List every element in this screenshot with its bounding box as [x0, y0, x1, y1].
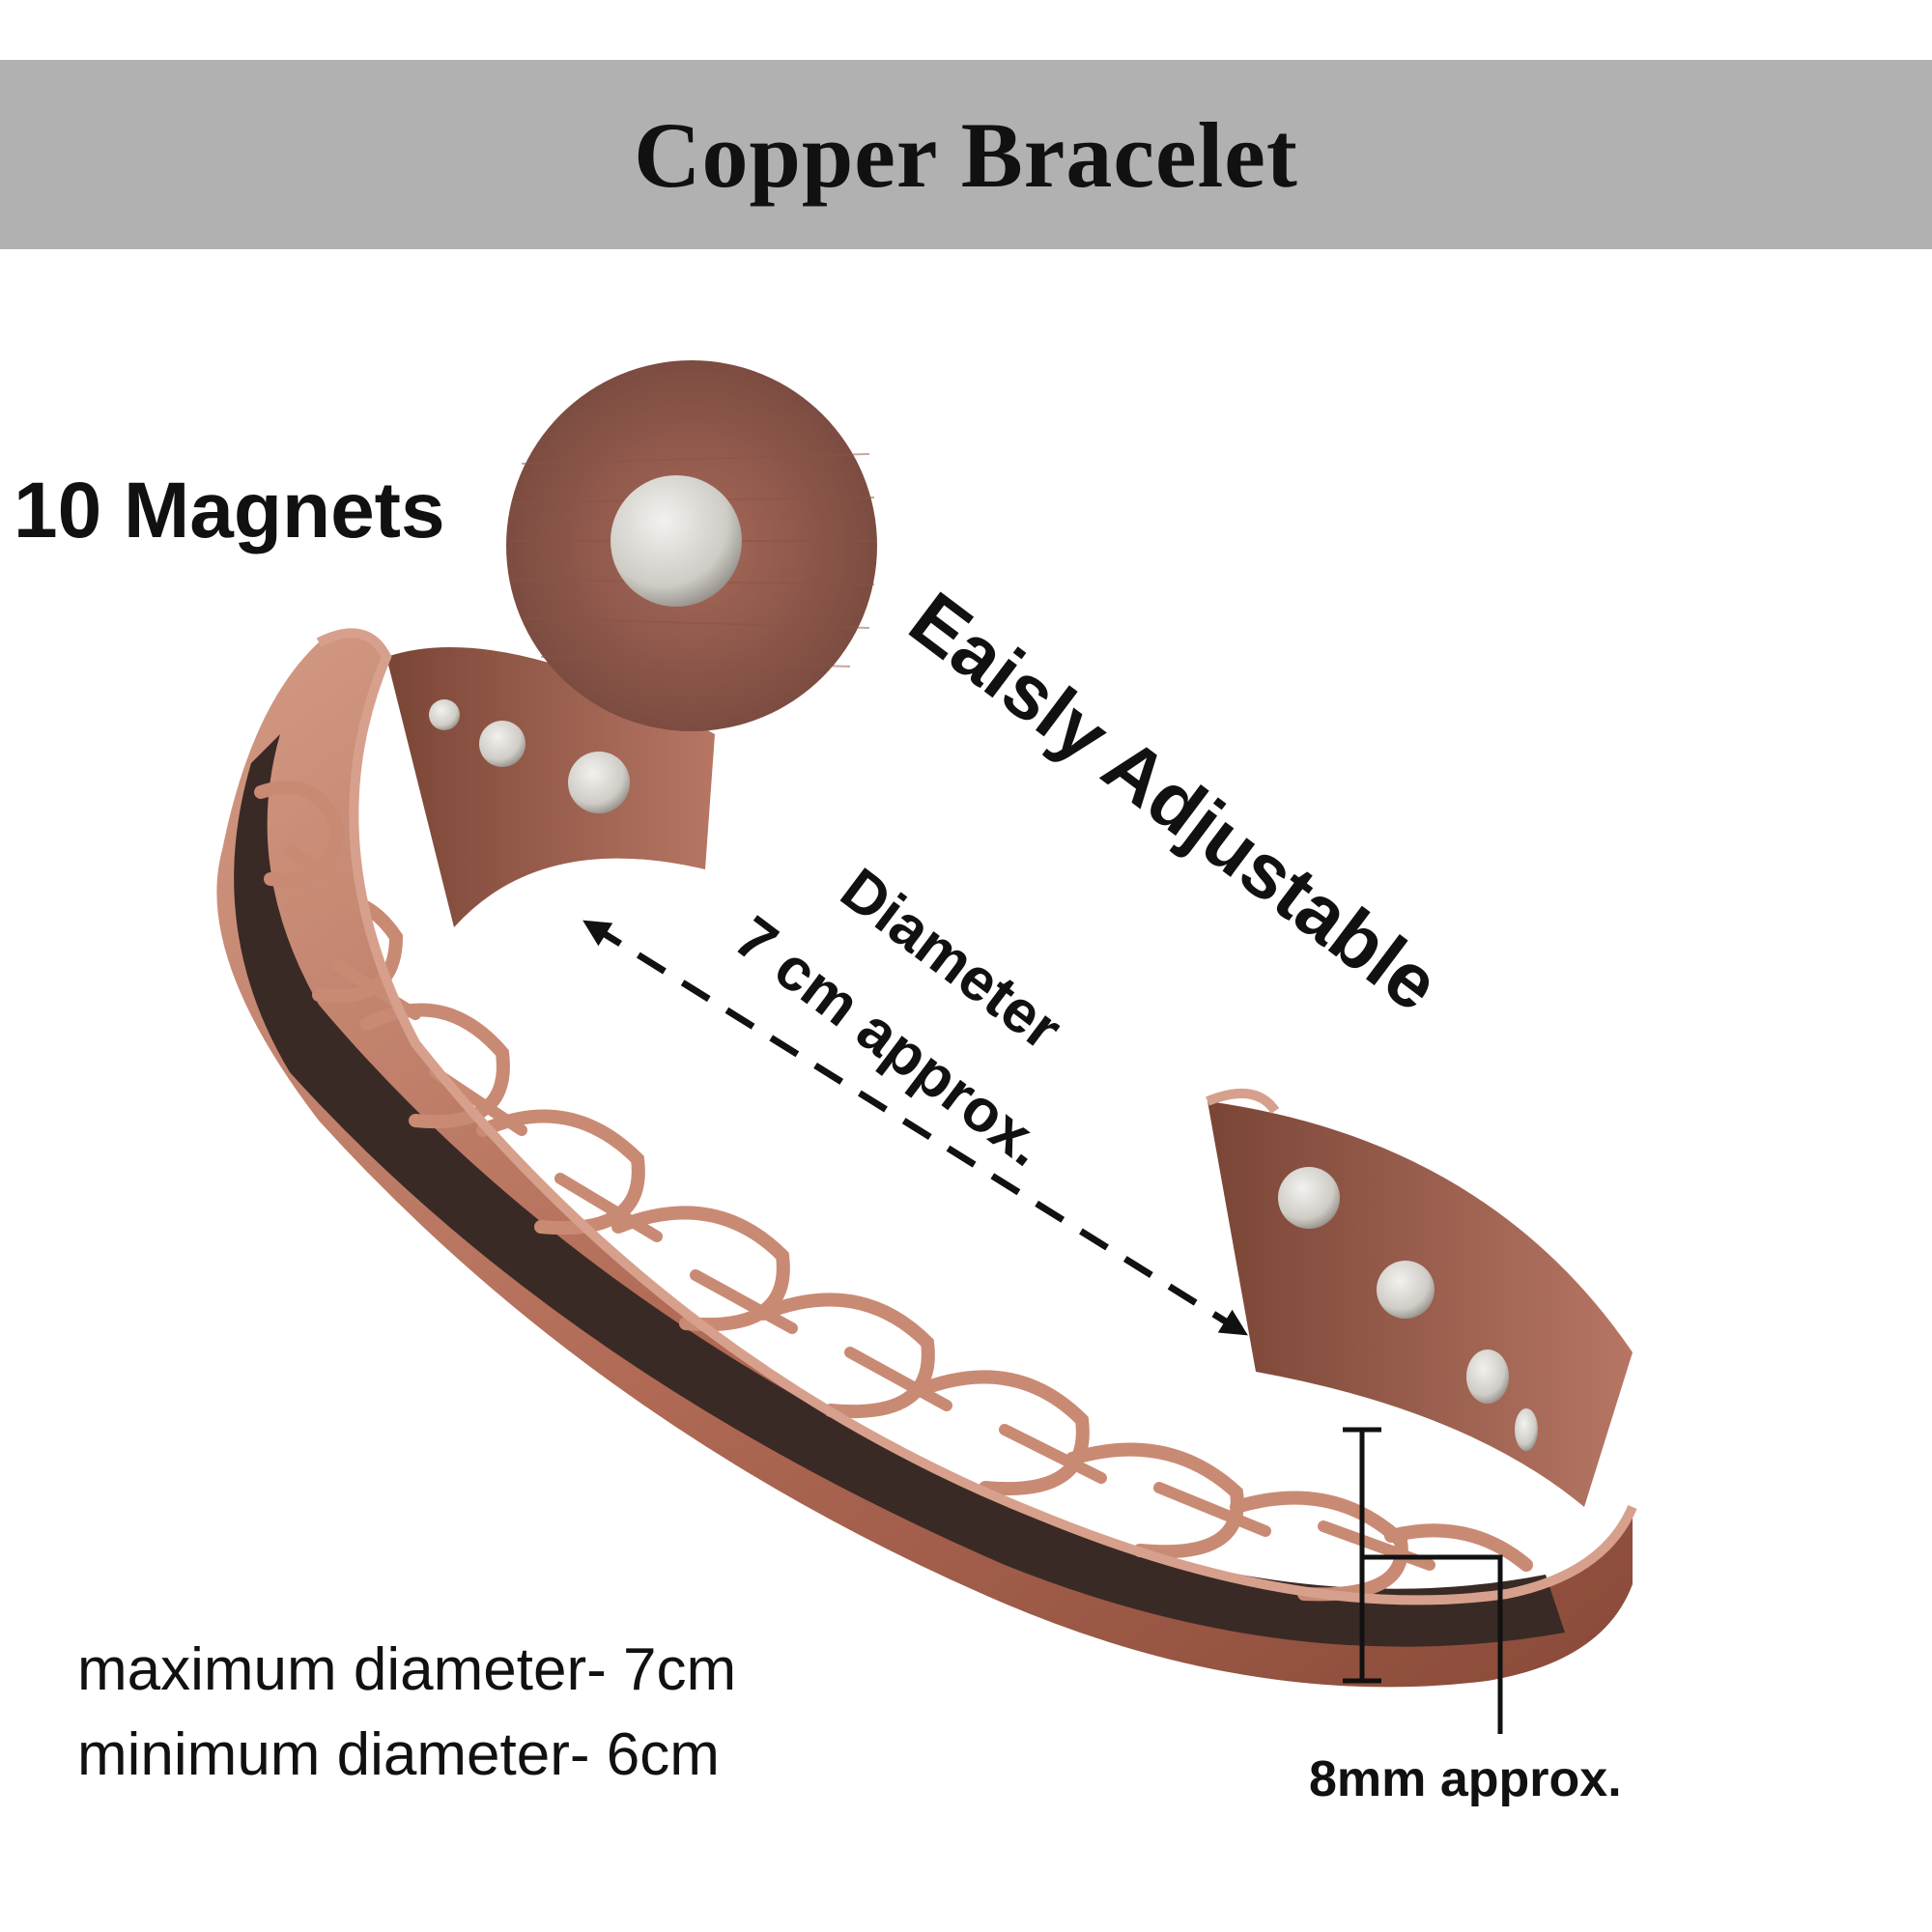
magnet-icon [429, 699, 460, 730]
spec-max-diameter: maximum diameter- 7cm [77, 1636, 737, 1703]
magnet-icon [1466, 1350, 1509, 1404]
magnets-callout: 10 Magnets [14, 467, 445, 554]
magnet-icon [1377, 1261, 1435, 1319]
magnet-icon [611, 475, 742, 607]
magnet-icon [479, 721, 526, 767]
bracelet-inner [386, 647, 1633, 1507]
width-measurement [1343, 1427, 1503, 1734]
magnet-icon [1278, 1167, 1340, 1229]
width-callout: 8mm approx. [1309, 1751, 1622, 1807]
spec-list: maximum diameter- 7cm minimum diameter- … [77, 1628, 736, 1798]
magnet-zoom-inset [506, 360, 877, 731]
magnet-icon [568, 752, 630, 813]
bracelet-band [216, 628, 1637, 1688]
page-title: Copper Bracelet [634, 102, 1298, 207]
magnet-icon [1515, 1408, 1538, 1451]
diameter-arrow [582, 920, 1248, 1336]
spec-min-diameter: minimum diameter- 6cm [77, 1721, 720, 1788]
title-banner: Copper Bracelet [0, 60, 1932, 249]
